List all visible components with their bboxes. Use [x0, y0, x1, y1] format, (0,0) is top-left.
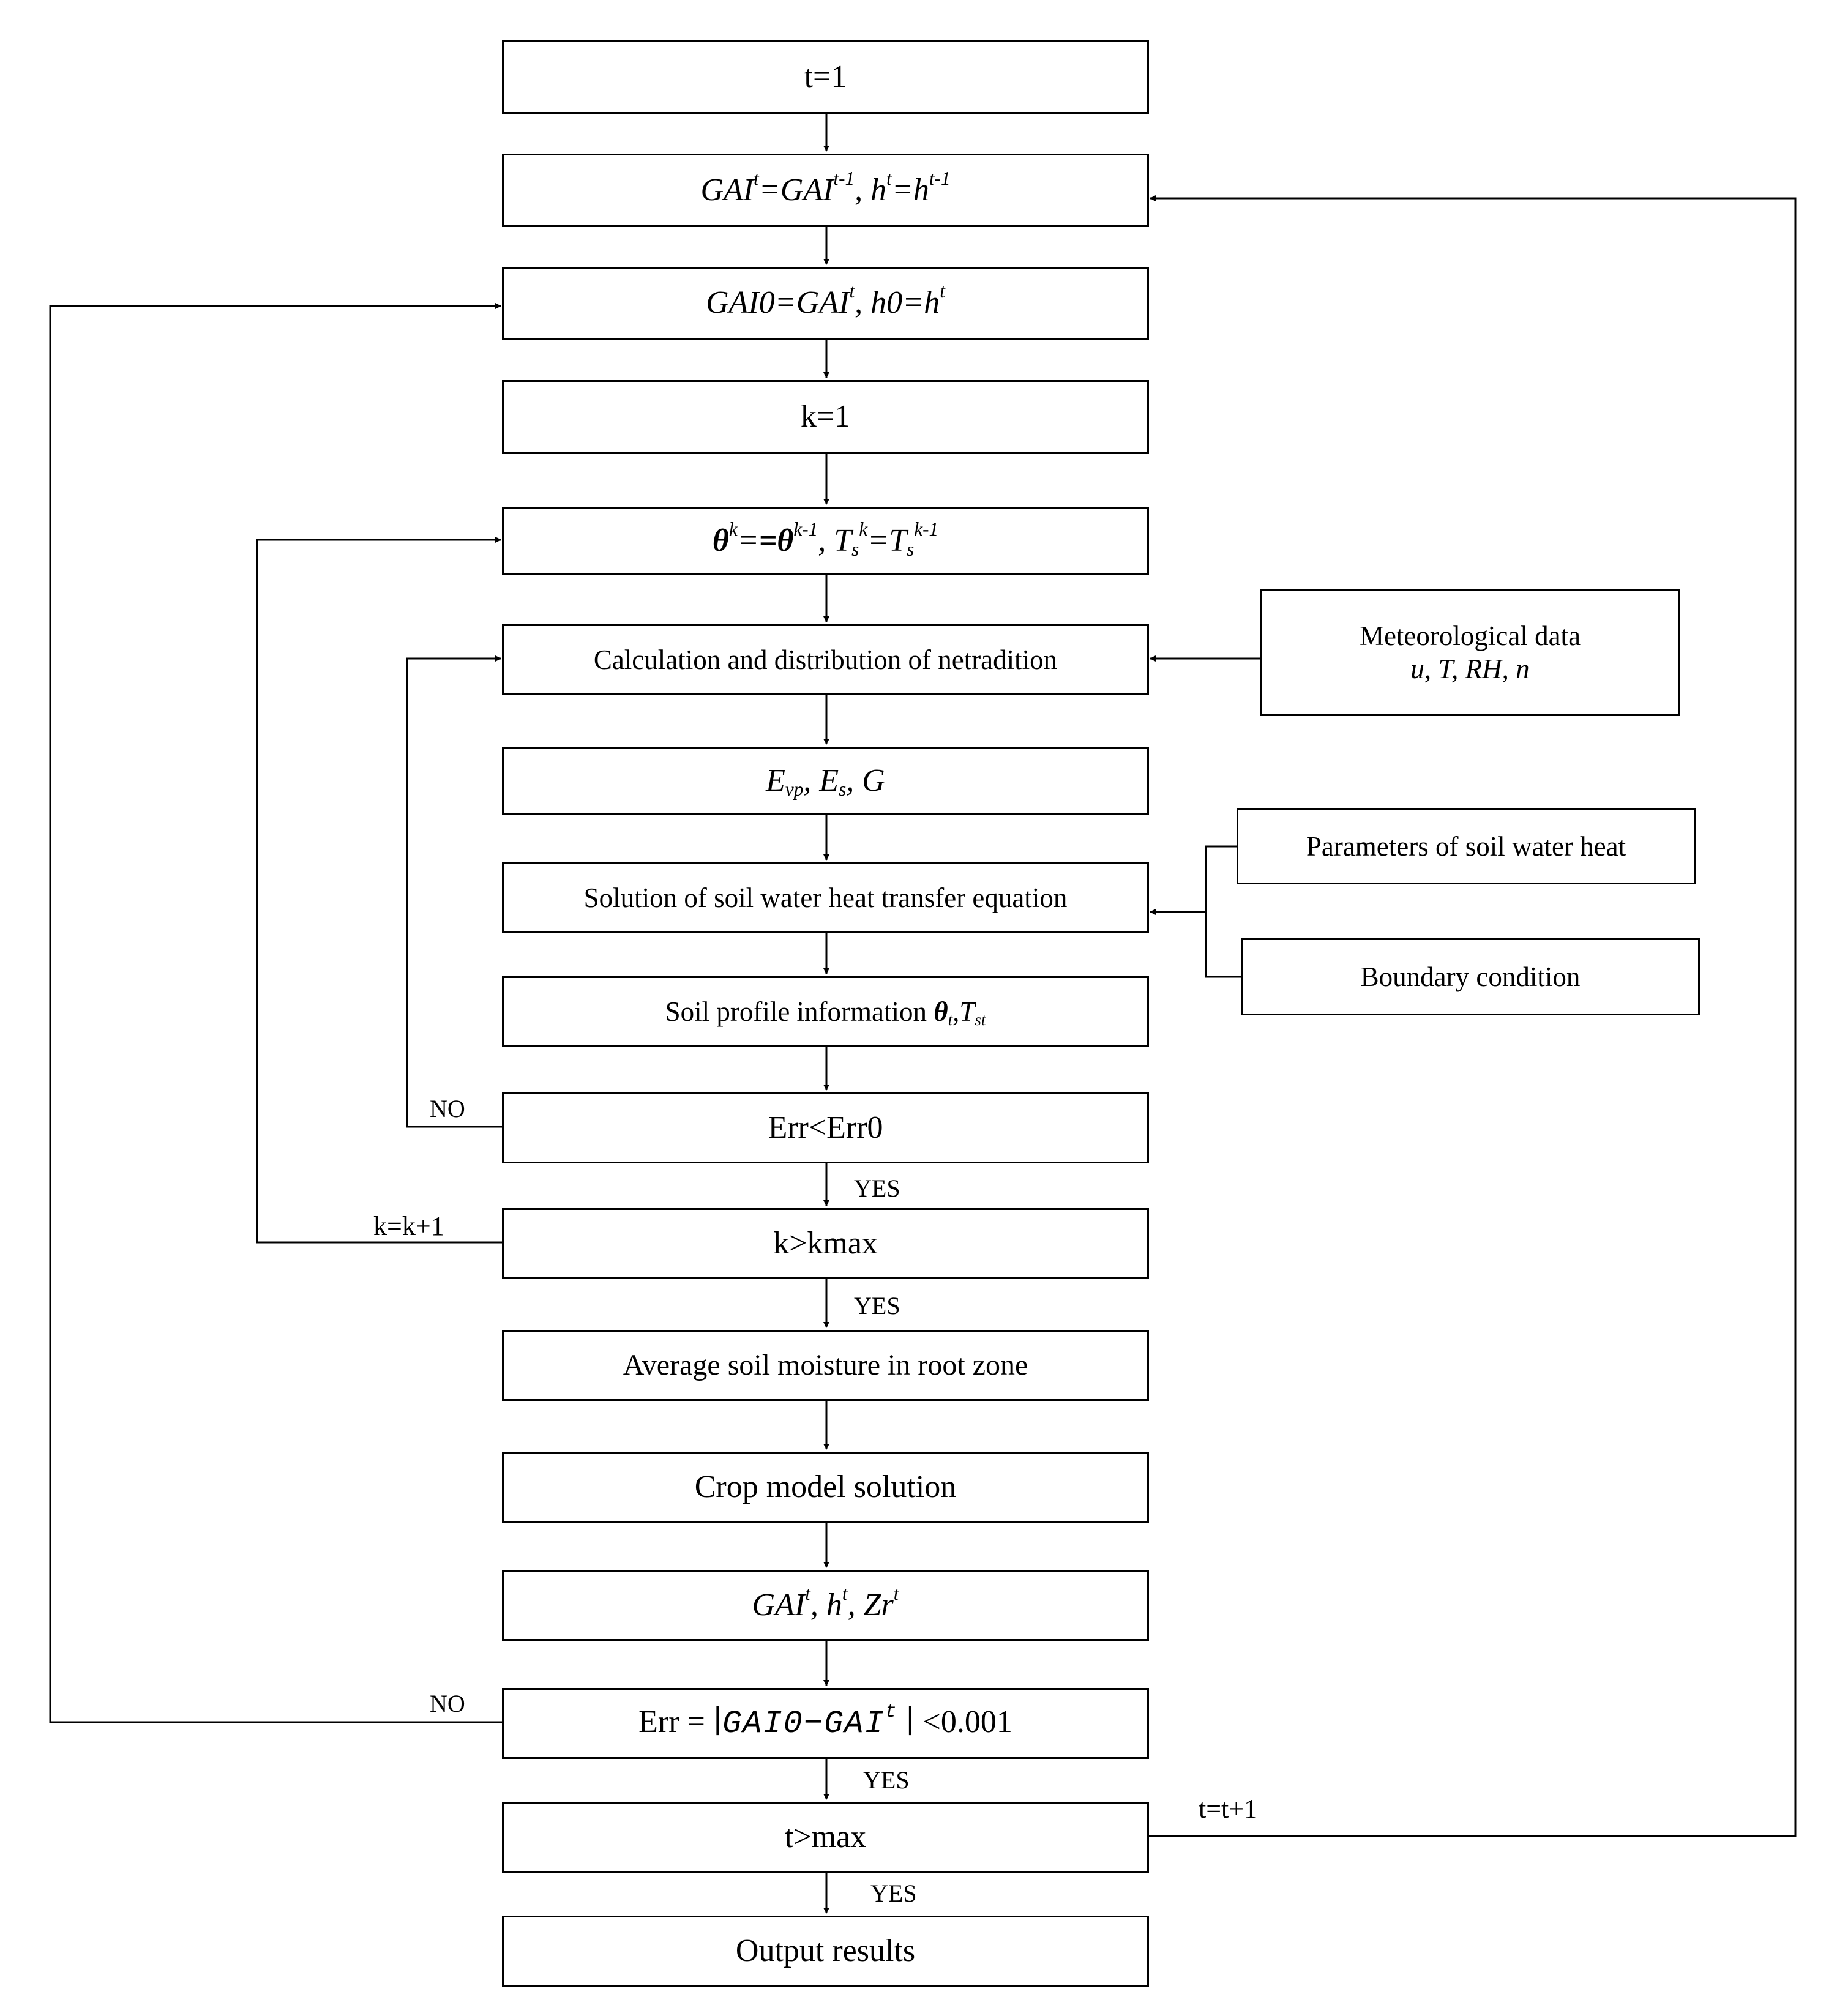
step-evaporation-text: Evp, Es, G: [766, 763, 885, 800]
decision-k-max: k>kmax: [502, 1208, 1149, 1279]
step-evaporation: Evp, Es, G: [502, 747, 1149, 815]
step-t-init-text: t=1: [804, 59, 847, 94]
decision-gai-error-text: Err = ∣GAI0−GAIt ∣ <0.001: [638, 1701, 1012, 1742]
label-gai-no: NO: [430, 1690, 465, 1717]
step-crop-model-text: Crop model solution: [694, 1469, 957, 1504]
label-k-increment: k=k+1: [373, 1211, 444, 1241]
label-err-no: NO: [430, 1095, 465, 1122]
decision-t-max-text: t>max: [784, 1819, 867, 1854]
step-soil-solution-text: Solution of soil water heat transfer equ…: [583, 883, 1068, 913]
soil-parameters-text: Parameters of soil water heat: [1306, 831, 1626, 862]
decision-err-text: Err<Err0: [768, 1110, 883, 1145]
input-boundary-condition: Boundary condition: [1241, 938, 1700, 1015]
step-output-results-text: Output results: [735, 1933, 916, 1968]
step-net-radiation: Calculation and distribution of netradit…: [502, 624, 1149, 695]
decision-k-max-text: k>kmax: [773, 1225, 878, 1261]
loop-k-increment: [256, 537, 502, 1244]
label-err-yes: YES: [854, 1174, 900, 1202]
label-gai-yes: YES: [863, 1766, 910, 1794]
step-theta-assign-text: θk==θk-1, Tsk=Tsk-1: [712, 518, 939, 560]
input-soil-parameters: Parameters of soil water heat: [1237, 808, 1696, 884]
step-theta-assign: θk==θk-1, Tsk=Tsk-1: [502, 507, 1149, 575]
input-meteorological-data: Meteorological data u, T, RH, n: [1260, 589, 1680, 716]
step-gai-carry-over: GAIt=GAIt-1, ht=ht-1: [502, 154, 1149, 227]
loop-t-increment: [1149, 195, 1797, 1837]
step-net-radiation-text: Calculation and distribution of netradit…: [593, 644, 1058, 675]
meteo-variables: u, T, RH, n: [1410, 654, 1530, 684]
meteo-title: Meteorological data: [1359, 621, 1581, 651]
decision-t-max: t>max: [502, 1802, 1149, 1873]
decision-gai-error: Err = ∣GAI0−GAIt ∣ <0.001: [502, 1688, 1149, 1759]
step-crop-model: Crop model solution: [502, 1452, 1149, 1523]
loop-gai-no: [49, 303, 502, 1723]
step-k-init: k=1: [502, 380, 1149, 454]
step-gai0-assign-text: GAI0=GAIt, h0=ht: [706, 280, 945, 321]
loop-err-no: [406, 655, 502, 1128]
connector-soil-inputs: [1150, 845, 1241, 978]
step-soil-profile-text: Soil profile information θt,Tst: [665, 996, 986, 1029]
step-gai-output-text: GAIt, ht, Zrt: [752, 1582, 899, 1622]
step-average-moisture-text: Average soil moisture in root zone: [623, 1349, 1028, 1382]
label-t-yes: YES: [870, 1880, 917, 1907]
step-output-results: Output results: [502, 1916, 1149, 1987]
step-gai-carry-over-text: GAIt=GAIt-1, ht=ht-1: [700, 167, 951, 207]
step-gai0-assign: GAI0=GAIt, h0=ht: [502, 267, 1149, 340]
step-k-init-text: k=1: [800, 398, 851, 434]
step-t-init: t=1: [502, 40, 1149, 114]
step-soil-solution: Solution of soil water heat transfer equ…: [502, 862, 1149, 933]
step-average-moisture: Average soil moisture in root zone: [502, 1330, 1149, 1401]
boundary-condition-text: Boundary condition: [1360, 961, 1581, 992]
step-gai-output: GAIt, ht, Zrt: [502, 1570, 1149, 1641]
label-t-increment: t=t+1: [1199, 1794, 1258, 1824]
decision-err: Err<Err0: [502, 1092, 1149, 1163]
step-soil-profile: Soil profile information θt,Tst: [502, 976, 1149, 1047]
label-k-yes: YES: [854, 1292, 900, 1320]
